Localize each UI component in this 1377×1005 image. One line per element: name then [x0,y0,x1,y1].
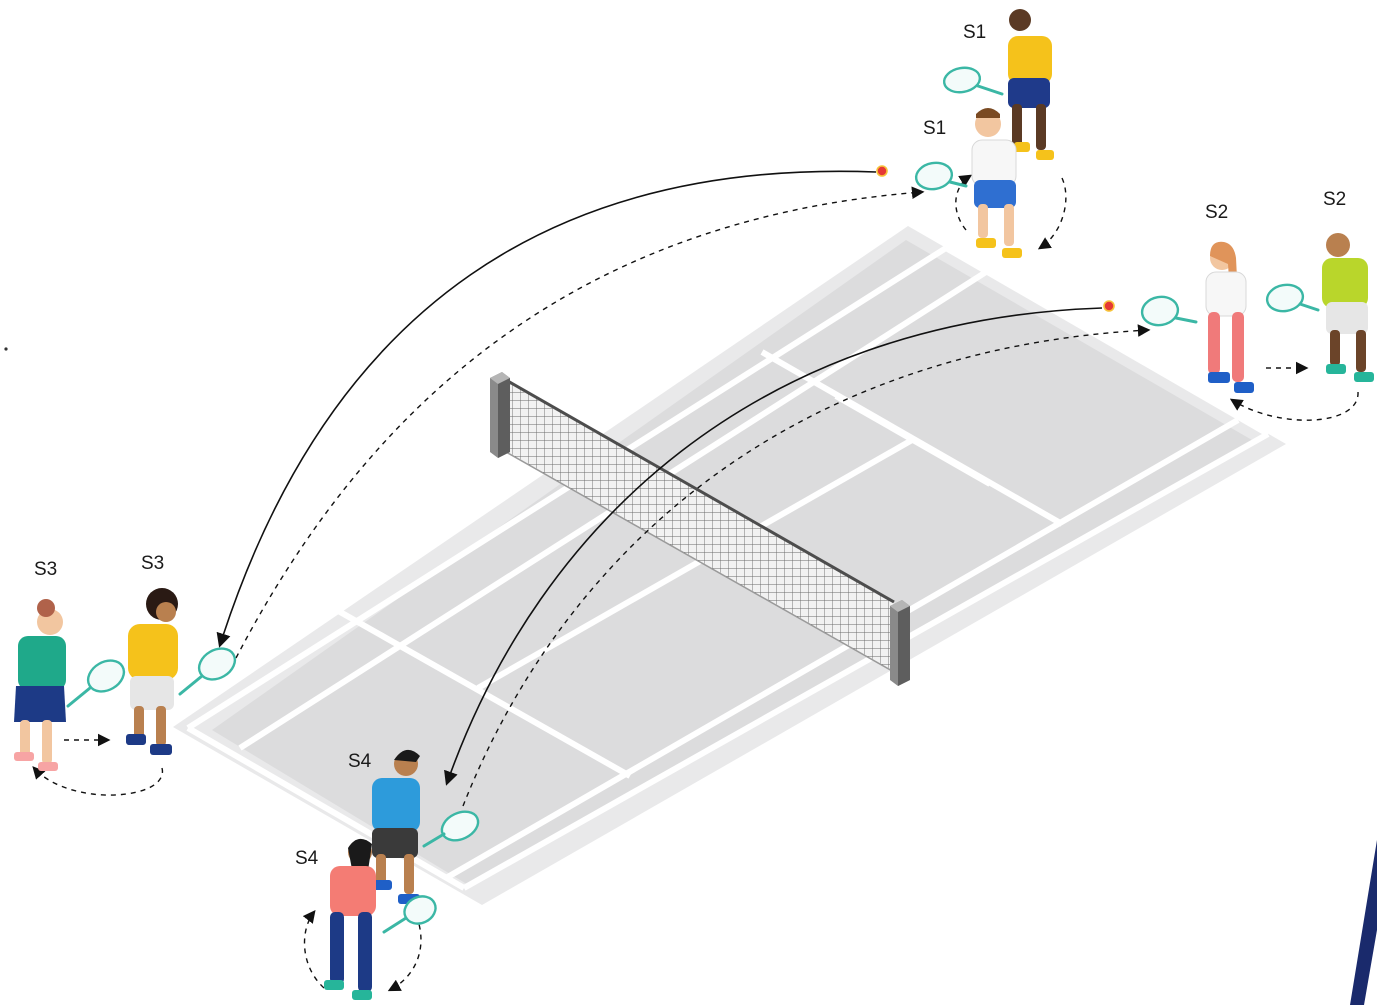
court-baseline-right [944,245,1270,437]
balls [876,165,1115,312]
arc-s4-to-s2 [462,324,1151,807]
player-s4-front [372,749,480,904]
arc-s1-to-s3 [216,170,877,648]
court-baseline-left [186,725,466,891]
racket-icon [197,647,237,681]
racket-icon [86,659,126,693]
net-post-right [890,600,910,686]
net-top-band [505,378,895,604]
rotation-s3-back [32,766,163,796]
player-s3-front [126,588,237,755]
player-s2-back [1265,233,1374,382]
label-s4-back: S4 [295,848,319,869]
court-sideline-bottom [462,431,1270,891]
court-service-line-left [324,601,632,779]
player-s3-back [14,599,126,771]
racket-icon [1265,283,1305,313]
racket-icon [1140,295,1180,327]
player-s2-front [1140,241,1254,393]
station-labels: S1 S1 S2 S2 S3 S3 S4 S4 [34,22,1346,869]
label-s2-back: S2 [1323,189,1346,210]
racket-icon [914,161,954,191]
arc-s3-to-s1 [235,186,925,659]
label-s1-front: S1 [923,118,946,139]
tennis-net [490,372,910,686]
net-bottom-edge [505,451,895,673]
stray-dot [4,347,8,351]
ball-icon [876,165,888,177]
court-center-service-line [476,437,914,691]
label-s4-front: S4 [348,751,372,772]
net-post-left [490,372,510,458]
rotation-s1-return [955,174,973,231]
label-s2-front: S2 [1205,202,1228,223]
ball-trajectories [216,170,1151,807]
court-singles-line-bottom [444,417,1240,881]
player-s1-back [942,9,1054,160]
arc-s2-to-s4 [444,307,1103,786]
corner-stripe-decoration [1350,840,1377,1005]
ball-icon [1103,300,1115,312]
rotation-s1 [1037,177,1067,250]
racket-icon [942,66,982,94]
net-mesh [506,380,894,672]
label-s3-back: S3 [34,559,57,580]
label-s1-back: S1 [963,22,986,43]
court-service-tee [834,393,992,487]
court-sideline-top [186,245,948,731]
rotation-s4-left [302,910,325,989]
player-s4-back [324,838,437,1000]
rotation-s2-back [1229,391,1359,421]
player-s1-front [914,108,1022,258]
label-s3-front: S3 [141,553,164,574]
